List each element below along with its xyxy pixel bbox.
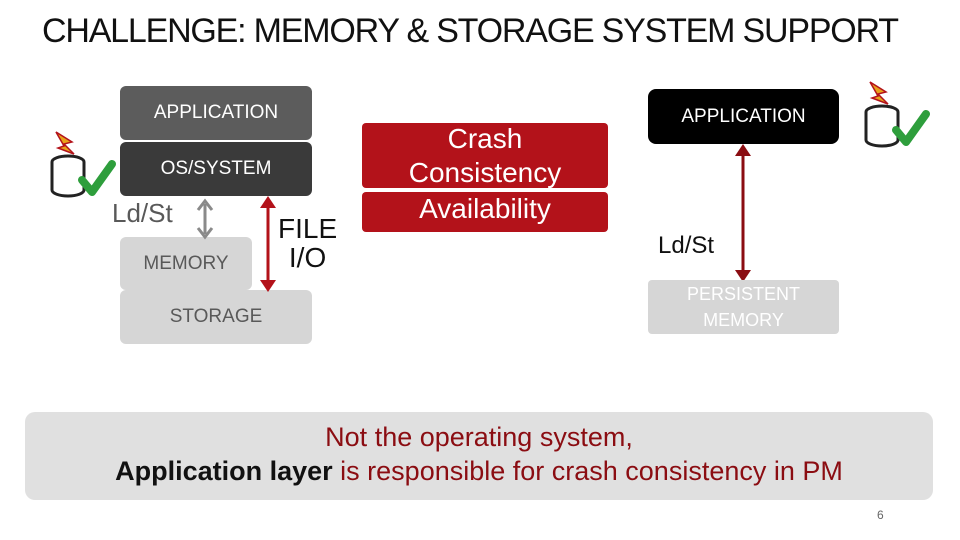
right-ld-st-label: Ld/St [658,232,715,259]
right-ld-st-arrow [735,144,751,282]
banner-line-2: Application layer is responsible for cra… [25,456,933,487]
storage-box: STORAGE [120,290,312,344]
consistency-label: Consistency [408,156,562,188]
conclusion-banner: Not the operating system, Application la… [25,412,933,500]
banner-line-1: Not the operating system, [325,422,633,452]
file-io-label: FILE I/O [278,213,338,274]
database-crash-check-icon [50,131,116,198]
right-application-label: APPLICATION [681,105,806,127]
persistent-memory-box: PERSISTENT MEMORY [648,280,839,334]
banner-emphasis: Application layer [115,456,333,486]
page-number: 6 [877,508,884,522]
left-application-box: APPLICATION [120,86,312,140]
file-io-arrow [260,196,276,292]
crash-label: Crash [447,122,523,154]
os-system-box: OS/SYSTEM [120,142,312,196]
storage-label: STORAGE [169,306,263,327]
right-application-box: APPLICATION [648,89,839,144]
persistent-label: PERSISTENT [686,283,801,304]
left-ld-st-label: Ld/St [112,198,173,228]
availability-box: Availability [362,192,608,232]
ld-st-arrow [196,198,214,240]
memory-label: MEMORY [143,252,229,274]
memory-box: MEMORY [120,237,252,290]
banner-line-2-rest: is responsible for crash consistency in … [332,456,843,486]
slide-title: CHALLENGE: MEMORY & STORAGE SYSTEM SUPPO… [42,12,899,50]
left-application-label: APPLICATION [153,102,279,123]
availability-label: Availability [419,193,551,224]
memory-label-pm: MEMORY [703,310,784,330]
os-system-label: OS/SYSTEM [160,158,272,179]
database-crash-check-icon [864,81,930,148]
crash-consistency-box: Crash Consistency [362,123,608,188]
